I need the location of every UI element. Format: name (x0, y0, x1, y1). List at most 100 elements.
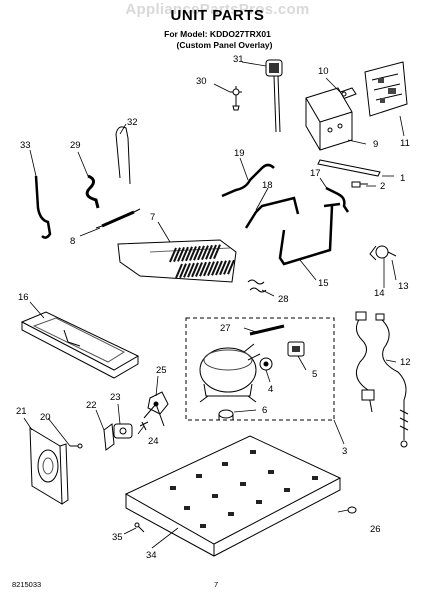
callout-32: 32 (127, 117, 138, 128)
coil-fin (211, 260, 219, 276)
callout-20: 20 (40, 412, 51, 423)
part-1-strap (317, 159, 381, 177)
callout-25: 25 (156, 365, 167, 376)
part-11-control-board (364, 61, 408, 117)
callout-30: 30 (196, 76, 207, 87)
coil-fin (189, 246, 197, 261)
callout-16: 16 (18, 292, 29, 303)
part-25-fan-blade (143, 391, 169, 427)
callout-12: 12 (400, 357, 411, 368)
condenser-coil-rear (175, 259, 235, 279)
coil-fin (207, 261, 215, 276)
part-22-grommet (103, 423, 115, 451)
part-15-tube (278, 202, 341, 266)
coil-fin (219, 260, 227, 276)
part-31-relay (265, 59, 283, 133)
base-hole (200, 524, 206, 528)
coil-fin (169, 247, 177, 263)
base-hole (256, 500, 262, 504)
part-32-tube (115, 126, 131, 185)
coil-fin (209, 244, 217, 260)
callout-26: 26 (370, 524, 381, 535)
callout-5: 5 (312, 369, 317, 380)
part-19-tube (221, 163, 275, 198)
base-hole (268, 470, 274, 474)
variant-line: (Custom Panel Overlay) (176, 40, 273, 50)
callout-1: 1 (400, 173, 405, 184)
coil-fin (205, 244, 213, 260)
part-compressor (199, 343, 261, 403)
part-13-14-connector (369, 245, 397, 261)
part-4-overload (259, 357, 273, 371)
callout-15: 15 (318, 278, 329, 289)
callout-22: 22 (86, 400, 97, 411)
part-8-drier (95, 208, 141, 229)
page-title: UNIT PARTS (170, 7, 265, 24)
part-16-drain-pan (20, 311, 140, 379)
callout-28: 28 (278, 294, 289, 305)
callout-35: 35 (112, 532, 123, 543)
base-hole (184, 506, 190, 510)
callout-21: 21 (16, 406, 27, 417)
base-hole (212, 494, 218, 498)
part-28-clips (247, 279, 267, 293)
part-30-valve (230, 86, 242, 111)
coil-fin (173, 247, 181, 263)
part-18-tube (244, 196, 300, 229)
callout-11: 11 (400, 138, 410, 149)
leader-lines (23, 61, 405, 549)
callout-13: 13 (398, 281, 409, 292)
base-hole (222, 462, 228, 466)
coil-fin (177, 247, 185, 262)
callout-3: 3 (342, 446, 347, 457)
coil-fin (183, 263, 191, 278)
coil-fin (181, 246, 189, 262)
part-29-hose (85, 174, 100, 209)
coil-fin (179, 263, 187, 279)
callout-23: 23 (110, 392, 121, 403)
part-6-grommet (218, 409, 234, 420)
base-hole (240, 482, 246, 486)
coil-fin (213, 244, 221, 260)
base-mounting-holes (170, 450, 318, 528)
part-3-compressor-group-box (185, 317, 335, 421)
coil-fin (187, 262, 195, 278)
base-hole (196, 474, 202, 478)
callout-4: 4 (268, 384, 273, 395)
part-17-tube (325, 186, 350, 213)
base-hole (312, 476, 318, 480)
base-hole (250, 450, 256, 454)
part-2-screw (351, 181, 368, 188)
callout-2: 2 (380, 181, 385, 192)
callout-6: 6 (262, 405, 267, 416)
base-hole (284, 488, 290, 492)
coil-fin (195, 262, 203, 277)
base-hole (170, 486, 176, 490)
part-27-tube (249, 324, 285, 336)
callout-24: 24 (148, 436, 159, 447)
part-26-screw (347, 506, 357, 514)
callout-labels: 31 30 10 11 9 32 33 29 19 18 17 1 2 8 7 … (16, 54, 411, 561)
coil-fin (191, 262, 199, 278)
coil-fin (175, 263, 183, 279)
part-12-wire-harness (355, 311, 409, 448)
part-33-tube (34, 175, 52, 239)
part-20-screw (70, 443, 83, 449)
document-number: 8215033 (12, 580, 42, 589)
part-5-relay (287, 341, 305, 357)
coil-fin (197, 245, 205, 261)
callout-9: 9 (373, 139, 378, 150)
callout-19: 19 (234, 148, 245, 159)
coil-fin (227, 259, 235, 275)
callout-29: 29 (70, 140, 81, 151)
coil-fin (199, 261, 207, 277)
callout-27: 27 (220, 323, 231, 334)
callout-8: 8 (70, 236, 75, 247)
callout-10: 10 (318, 66, 329, 77)
page-number: 7 (214, 580, 219, 589)
callout-18: 18 (262, 180, 273, 191)
callout-33: 33 (20, 140, 31, 151)
coil-fin (203, 261, 211, 277)
